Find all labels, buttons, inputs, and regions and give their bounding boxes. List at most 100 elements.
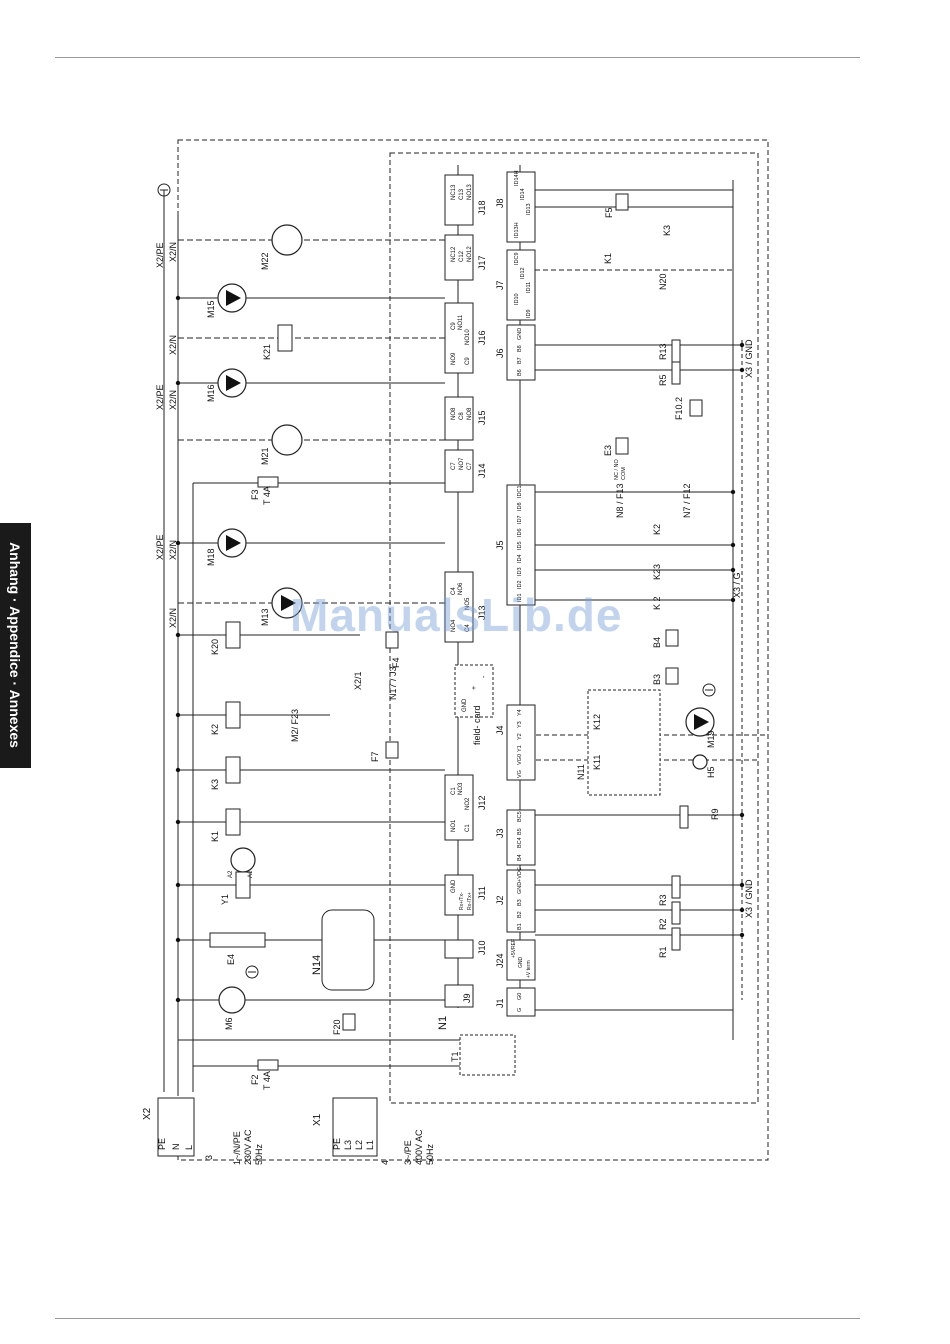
j12-pin-4: NO1 (451, 819, 457, 832)
j16-pin-5: C9 (465, 357, 471, 365)
y1-fan-icon (230, 847, 256, 873)
f10-2-label: F10.2 (674, 397, 684, 420)
x1-spec-3: 50Hz (425, 1143, 435, 1165)
block-j5 (506, 484, 536, 606)
j5-pin-6: ID4 (517, 554, 523, 563)
fieldcard-pin-gnd: GND (462, 698, 468, 712)
top-label-5: X2/N (168, 390, 178, 410)
n8-f13-label: N8 / F13 (615, 483, 625, 518)
j17-label: J17 (477, 255, 487, 270)
j6-pin-1: GND (517, 328, 523, 340)
j12-pin-5: C1 (465, 824, 471, 832)
j2-label: J2 (495, 895, 505, 905)
j4-label: J4 (495, 725, 505, 735)
j2-pin-5: B1 (517, 923, 523, 930)
j11-pin-3: Rx-/Tx+ (467, 892, 473, 910)
r13-label: R13 (658, 343, 668, 360)
f3-label: F3 (250, 489, 260, 500)
j3-pin-4: B4 (517, 854, 523, 861)
j14-label: J14 (477, 463, 487, 478)
j3-pin-1: BC5 (517, 811, 523, 822)
n7-f12-label: N7 / F12 (682, 483, 692, 518)
j5-pin-5: ID5 (517, 541, 523, 550)
x3-g-label: X3 / G (732, 572, 742, 598)
m19-label: M19 (706, 730, 716, 748)
block-j13 (444, 571, 474, 643)
j2-pin-4: B2 (517, 911, 523, 918)
block-j24 (506, 939, 536, 981)
j18-pin-3: NO13 (467, 184, 473, 200)
j17-pin-3: NO12 (467, 246, 473, 262)
header-rule (55, 57, 860, 58)
j12-pin-1: C1 (451, 787, 457, 795)
block-j9 (444, 984, 474, 1008)
block-j7 (506, 249, 536, 321)
j14-pin-1: C7 (451, 462, 457, 470)
r5-label: R5 (658, 374, 668, 386)
r9-label: R9 (710, 808, 720, 820)
f5-label: F5 (604, 207, 614, 218)
j12-pin-2: NO3 (458, 782, 464, 795)
j9-label: J9 (462, 993, 472, 1003)
t1-label: T1 (450, 1051, 460, 1062)
block-j12 (444, 774, 474, 841)
block-j11 (444, 874, 474, 916)
b4-sensor (665, 629, 679, 647)
j4-pin-1: Y4 (517, 709, 523, 716)
j12-label: J12 (477, 795, 487, 810)
b4-label: B4 (652, 637, 662, 648)
j13-label: J13 (477, 605, 487, 620)
coil-a1-label: A1 (248, 870, 254, 878)
f7-switch (385, 741, 399, 759)
j8-label: J8 (495, 198, 505, 208)
b3-label: B3 (652, 674, 662, 685)
m19-triangle-icon (694, 714, 709, 730)
pe-ground-icon (157, 183, 171, 197)
j13-pin-3: NO5 (465, 597, 471, 610)
j5-pin-9: ID1 (517, 593, 523, 602)
j24-pin-1: +5VREF (511, 939, 517, 958)
k2-label: K2 (210, 724, 220, 735)
top-label-4: X2/PE (155, 384, 165, 410)
j14-pin-2: NO7 (459, 457, 465, 470)
r13-resistor (671, 339, 681, 363)
n14-label: N14 (311, 955, 323, 975)
j16-pin-1: C9 (451, 322, 457, 330)
block-j4 (506, 704, 536, 781)
k3-label: K3 (210, 779, 220, 790)
coils (209, 193, 703, 1071)
block-j1 (506, 987, 536, 1017)
k11-label: K11 (592, 755, 602, 770)
top-label-7: X2/N (168, 540, 178, 560)
j16-label: J16 (477, 330, 487, 345)
block-x1 (332, 1097, 378, 1157)
relay-module-box (587, 689, 661, 796)
j1-pin-2: G (517, 1008, 523, 1012)
x2-spec-1: 1~/N/PE (232, 1131, 242, 1165)
j24-pin-2: GND (518, 957, 524, 969)
top-label-2: X2/N (168, 242, 178, 262)
j4-pin-6: VG (517, 770, 523, 778)
j5-pin-3: ID7 (517, 515, 523, 524)
f20-label: F20 (332, 1019, 342, 1035)
m6-fan-motor-icon (218, 986, 246, 1014)
j11-pin-1: GND (451, 879, 457, 893)
j16-pin-3: NO10 (465, 329, 471, 345)
j8-pin-1: ID14H (514, 170, 520, 186)
fieldcard-pin-minus: - (481, 675, 488, 678)
j14-pin-3: C7 (467, 462, 473, 470)
j11-label: J11 (477, 886, 487, 900)
j17-pin-1: NC12 (451, 246, 457, 262)
x3-gnd-top-label: X3 / GND (744, 339, 754, 378)
x2-ref: 3 (204, 1155, 214, 1160)
e4-heater (209, 932, 266, 948)
m2-f23-label: M2/ F23 (290, 709, 300, 742)
j15-pin-1: NO8 (451, 407, 457, 420)
f5-switch (615, 193, 629, 211)
watermark: ManualsLib.de (290, 589, 623, 641)
j5-pin-2: ID8 (517, 502, 523, 511)
top-label-8: X2/N (168, 608, 178, 628)
block-j14 (444, 449, 474, 493)
block-j17 (444, 234, 474, 281)
